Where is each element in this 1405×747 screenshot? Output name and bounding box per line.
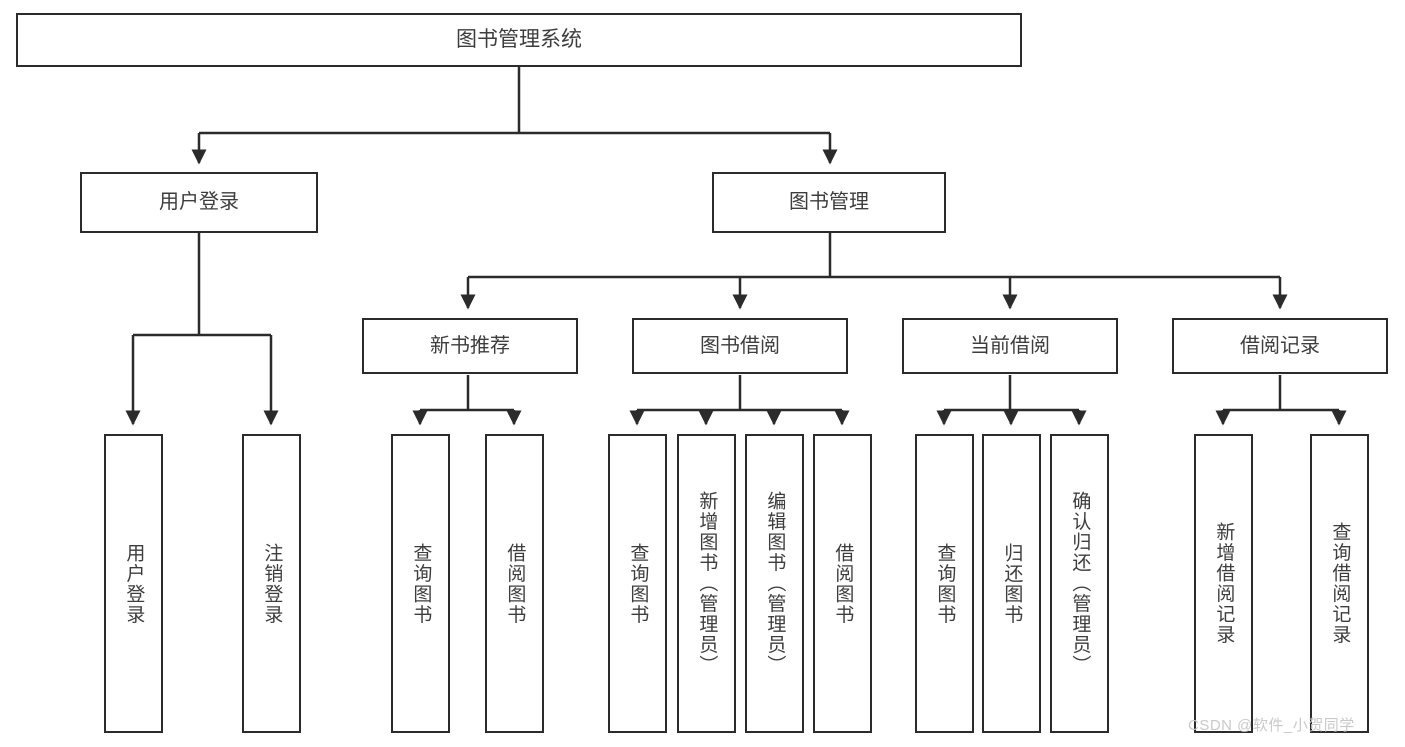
node-book-borrow-label: 图书借阅 [700,334,780,357]
node-leaf-query-book-3[interactable]: 查询图书 [915,434,974,733]
node-new-book-recommend[interactable]: 新书推荐 [362,318,578,374]
node-borrow-record-label: 借阅记录 [1240,334,1320,357]
watermark: CSDN @软件_小贺同学 [1188,717,1355,734]
node-leaf-query-book-3-label: 查询图书 [934,542,956,625]
node-leaf-borrow-book-1[interactable]: 借阅图书 [485,434,544,733]
node-leaf-confirm-return-label: 确认归还（管理员） [1069,491,1091,676]
node-leaf-query-record[interactable]: 查询借阅记录 [1310,434,1369,733]
node-book-management-label: 图书管理 [789,191,869,213]
node-leaf-query-book-2[interactable]: 查询图书 [608,434,667,733]
node-root[interactable]: 图书管理系统 [16,13,1022,67]
node-leaf-user-login-label: 用户登录 [123,542,145,625]
node-leaf-confirm-return[interactable]: 确认归还（管理员） [1050,434,1109,733]
node-leaf-borrow-book-1-label: 借阅图书 [504,542,526,625]
node-leaf-borrow-book-2-label: 借阅图书 [832,542,854,625]
node-leaf-return-book-label: 归还图书 [1001,542,1023,625]
node-leaf-edit-book[interactable]: 编辑图书（管理员） [745,434,804,733]
node-leaf-return-book[interactable]: 归还图书 [982,434,1041,733]
node-borrow-record[interactable]: 借阅记录 [1172,318,1388,374]
node-leaf-edit-book-label: 编辑图书（管理员） [764,491,786,676]
node-leaf-query-book-1-label: 查询图书 [410,542,432,625]
node-root-label: 图书管理系统 [456,27,582,51]
node-leaf-add-book-label: 新增图书（管理员） [696,491,718,676]
node-leaf-add-record[interactable]: 新增借阅记录 [1194,434,1253,733]
node-leaf-logout-label: 注销登录 [261,542,283,625]
node-leaf-add-book[interactable]: 新增图书（管理员） [677,434,736,733]
node-leaf-borrow-book-2[interactable]: 借阅图书 [813,434,872,733]
node-leaf-logout[interactable]: 注销登录 [242,434,301,733]
node-current-borrow-label: 当前借阅 [970,334,1050,357]
node-user-login[interactable]: 用户登录 [80,172,318,233]
node-leaf-add-record-label: 新增借阅记录 [1213,522,1235,645]
node-book-management[interactable]: 图书管理 [712,172,946,233]
node-current-borrow[interactable]: 当前借阅 [902,318,1118,374]
node-leaf-query-record-label: 查询借阅记录 [1329,522,1351,645]
node-new-book-recommend-label: 新书推荐 [430,334,510,357]
node-leaf-query-book-1[interactable]: 查询图书 [391,434,450,733]
node-user-login-label: 用户登录 [159,191,239,213]
node-book-borrow[interactable]: 图书借阅 [632,318,848,374]
node-leaf-user-login[interactable]: 用户登录 [104,434,163,733]
node-leaf-query-book-2-label: 查询图书 [627,542,649,625]
